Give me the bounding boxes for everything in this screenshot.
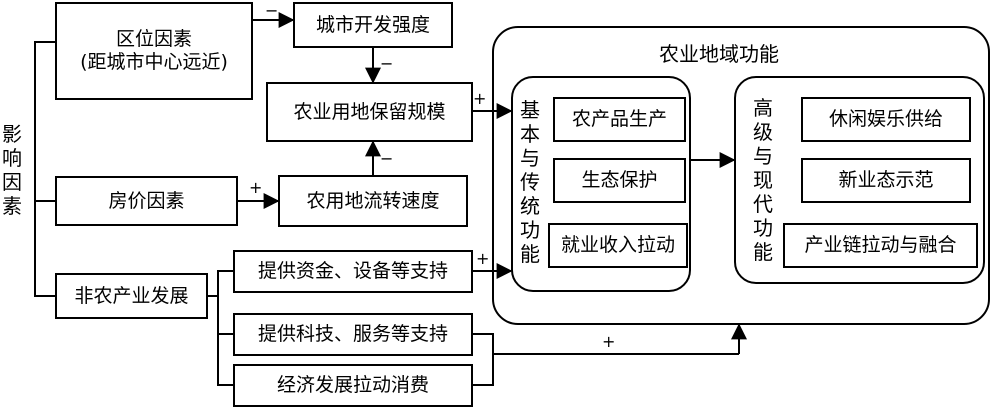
farmland-scale-box: 农业用地保留规模 bbox=[266, 82, 473, 142]
sign-bottom-functions: + bbox=[602, 332, 616, 351]
basic-functions-label: 基本与传统功能 bbox=[520, 98, 540, 266]
location-factor-box: 区位因素 (距城市中心远近) bbox=[55, 2, 253, 100]
sign-funds-basic: + bbox=[476, 249, 490, 268]
basic-functions-group bbox=[511, 76, 691, 292]
house-price-factor-box: 房价因素 bbox=[55, 176, 238, 226]
basic-item-1: 农产品生产 bbox=[553, 97, 686, 142]
transfer-speed-box: 农用地流转速度 bbox=[278, 175, 468, 227]
advanced-functions-group bbox=[734, 76, 985, 284]
agri-functions-container bbox=[492, 26, 990, 325]
consumption-box: 经济发展拉动消费 bbox=[233, 364, 473, 407]
tech-support-box: 提供科技、服务等支持 bbox=[233, 313, 473, 356]
basic-item-3: 就业收入拉动 bbox=[548, 223, 688, 268]
location-factor-subtitle: (距城市中心远近) bbox=[80, 51, 228, 73]
advanced-item-2: 新业态示范 bbox=[801, 158, 971, 203]
funds-support-box: 提供资金、设备等支持 bbox=[233, 250, 473, 293]
advanced-item-1: 休闲娱乐供给 bbox=[801, 97, 971, 142]
sign-price-transfer: + bbox=[249, 178, 263, 197]
advanced-item-3: 产业链拉动与融合 bbox=[783, 223, 978, 268]
sign-intensity-scale: − bbox=[380, 54, 394, 73]
advanced-functions-label: 高级与现代功能 bbox=[753, 96, 773, 264]
location-factor-title: 区位因素 bbox=[115, 28, 192, 51]
agri-functions-title: 农业地域功能 bbox=[659, 42, 779, 66]
sign-scale-basic: + bbox=[473, 89, 487, 108]
factor-bracket bbox=[34, 41, 55, 297]
sign-location-intensity: − bbox=[265, 1, 279, 20]
influence-factors-label: 影响因素 bbox=[2, 122, 22, 218]
non-agri-industry-box: 非农产业发展 bbox=[55, 273, 208, 319]
basic-item-2: 生态保护 bbox=[553, 158, 686, 203]
urban-intensity-box: 城市开发强度 bbox=[293, 2, 453, 48]
sign-transfer-scale: − bbox=[380, 149, 394, 168]
